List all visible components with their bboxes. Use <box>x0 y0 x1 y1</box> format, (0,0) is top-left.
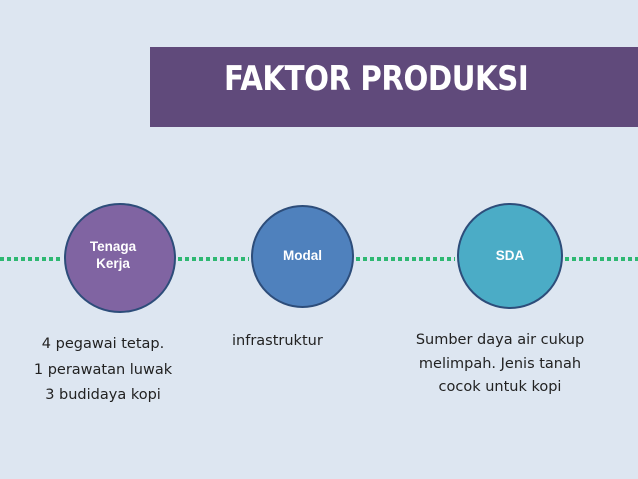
factor-label: SDA <box>495 247 525 263</box>
factor-description-modal: infrastruktur <box>232 333 323 349</box>
factor-circle-sda: SDA <box>457 203 563 309</box>
page-title: FAKTOR PRODUKSI <box>224 59 529 99</box>
factor-circle-tenaga-kerja: Tenaga Kerja <box>64 203 176 313</box>
factor-circle-modal: Modal <box>251 205 354 308</box>
factor-label: Modal <box>283 248 322 264</box>
factor-label: Tenaga Kerja <box>89 239 137 271</box>
factor-description-tenaga-kerja: 4 pegawai tetap. 1 perawatan luwak 3 bud… <box>33 336 173 403</box>
factor-description-sda: Sumber daya air cukup melimpah. Jenis ta… <box>415 332 585 395</box>
title-banner: FAKTOR PRODUKSI <box>150 47 638 127</box>
